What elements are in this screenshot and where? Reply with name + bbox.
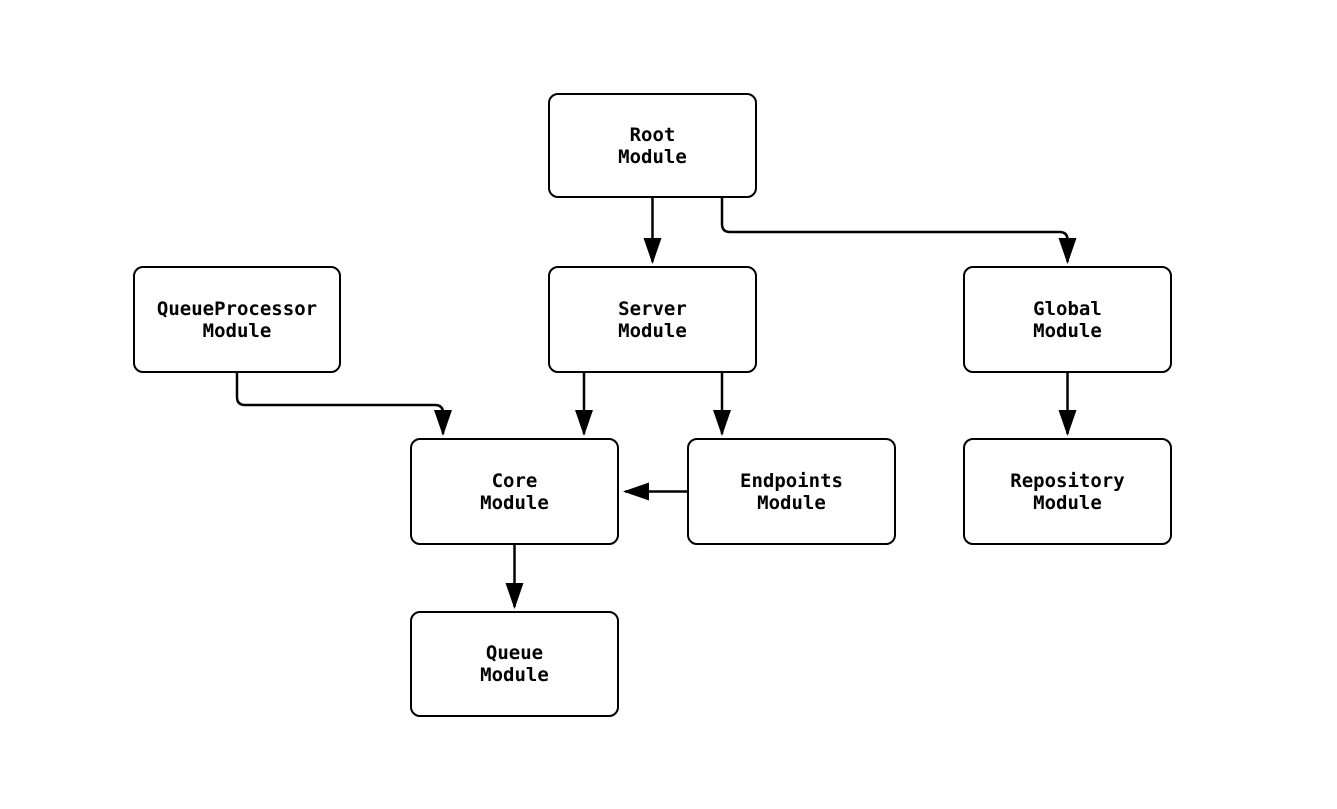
node-queue-module: Queue Module (410, 611, 619, 717)
node-global-module-label: Global Module (1033, 297, 1102, 342)
node-repository-module: Repository Module (963, 438, 1172, 545)
node-queueprocessor-module-label: QueueProcessor Module (156, 297, 318, 342)
edge-queueprocessor-to-core (235, 373, 452, 436)
node-server-module-label: Server Module (618, 297, 687, 342)
node-endpoints-module: Endpoints Module (687, 438, 896, 545)
node-core-module-label: Core Module (480, 469, 549, 514)
node-global-module: Global Module (963, 266, 1172, 373)
node-endpoints-module-label: Endpoints Module (740, 469, 843, 514)
node-queueprocessor-module: QueueProcessor Module (133, 266, 341, 373)
node-root-module-label: Root Module (618, 123, 687, 168)
node-server-module: Server Module (548, 266, 757, 373)
node-queue-module-label: Queue Module (480, 642, 549, 686)
node-root-module: Root Module (548, 93, 757, 198)
node-repository-module-label: Repository Module (1010, 469, 1125, 514)
edge-root-to-global (720, 198, 1077, 264)
node-core-module: Core Module (410, 438, 619, 545)
